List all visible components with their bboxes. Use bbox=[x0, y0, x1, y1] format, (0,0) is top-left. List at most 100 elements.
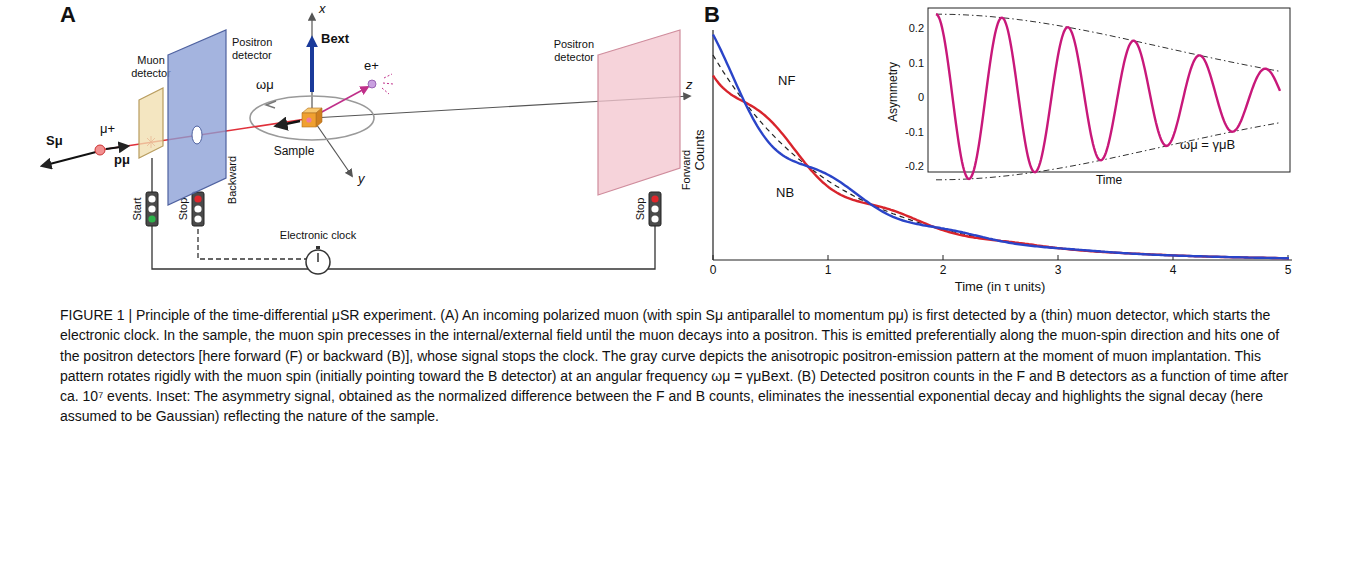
panel-letter: B bbox=[704, 2, 720, 27]
panel-letter: A bbox=[60, 2, 76, 27]
coordinate-axes bbox=[311, 14, 312, 118]
spin-arrow bbox=[276, 121, 300, 126]
spin-arrow bbox=[276, 121, 300, 126]
tick-label: 0 bbox=[710, 264, 717, 278]
detector-hole bbox=[192, 126, 202, 144]
muon-detector: Muon detector bbox=[139, 88, 163, 158]
clock-hand bbox=[317, 253, 319, 262]
axis-label: z bbox=[686, 78, 693, 93]
counts-axes bbox=[712, 30, 713, 260]
signal-label: Start bbox=[131, 197, 144, 220]
muon-beam bbox=[106, 146, 128, 149]
traffic-light bbox=[194, 205, 201, 212]
coordinate-axes bbox=[312, 118, 352, 176]
asymmetry-curve bbox=[936, 14, 1280, 180]
positron-track bbox=[320, 87, 368, 113]
muon-beam bbox=[42, 152, 96, 166]
field-label: Bext bbox=[321, 32, 349, 47]
axis-label: y bbox=[358, 172, 365, 187]
traffic-light bbox=[148, 215, 155, 222]
spin-label: Sμ bbox=[46, 134, 63, 149]
traffic-light bbox=[651, 215, 658, 222]
positron-track bbox=[320, 74, 393, 113]
tick-label: -0.2 bbox=[905, 160, 924, 173]
traffic-light bbox=[649, 192, 661, 226]
asymmetry-curve bbox=[936, 14, 1280, 179]
formula-label: ωμ = γμB bbox=[1180, 138, 1235, 153]
field-arrow bbox=[312, 40, 313, 92]
signal-wire bbox=[328, 195, 655, 269]
tick-label: 0.1 bbox=[909, 57, 924, 70]
electronic-clock-shape bbox=[305, 249, 331, 275]
emission-pattern bbox=[250, 96, 374, 140]
node-label: Positron detector bbox=[232, 36, 294, 61]
tick-label: 1 bbox=[825, 264, 832, 278]
emission-pattern bbox=[250, 96, 374, 140]
traffic-light bbox=[651, 205, 658, 212]
positron-detector-shape bbox=[168, 30, 226, 205]
traffic-light bbox=[651, 195, 658, 202]
figure-caption: FIGURE 1 | Principle of the time-differe… bbox=[60, 305, 1295, 427]
clock-face bbox=[306, 250, 330, 274]
traffic-light bbox=[148, 205, 155, 212]
axis-label: x bbox=[319, 2, 326, 17]
tick-label: -0.1 bbox=[905, 126, 924, 139]
axis-title: Counts bbox=[693, 129, 708, 170]
electronic-clock: Electronic clock bbox=[305, 249, 331, 275]
positron-track bbox=[382, 88, 389, 94]
signal-label: Stop bbox=[177, 198, 190, 221]
asymmetry-curve bbox=[936, 123, 1280, 180]
node-sublabel: Backward bbox=[226, 156, 239, 204]
muon-detector-shape bbox=[139, 88, 163, 158]
positron-detector-shape bbox=[598, 30, 680, 195]
axis-tick bbox=[943, 255, 944, 260]
sample-cube-shape bbox=[302, 108, 322, 128]
positron-detector: Positron detectorForward bbox=[598, 30, 680, 195]
axis-title: Time bbox=[1096, 174, 1122, 188]
positron-track bbox=[368, 80, 376, 88]
signal-label: Stop bbox=[634, 198, 647, 221]
traffic-light bbox=[194, 215, 201, 222]
muon-beam bbox=[95, 145, 105, 155]
traffic-light bbox=[146, 192, 158, 226]
asymmetry-curve bbox=[936, 14, 1280, 71]
axis-title: Time (in τ units) bbox=[955, 280, 1046, 295]
tick-label: 0.2 bbox=[909, 22, 924, 35]
positron-detector: Positron detectorBackward bbox=[168, 30, 226, 205]
sample-cube bbox=[316, 108, 322, 127]
sample-cube: Sample bbox=[302, 108, 322, 128]
tick-label: 0 bbox=[918, 91, 924, 104]
tick-label: 2 bbox=[940, 264, 947, 278]
tick-label: 3 bbox=[1055, 264, 1062, 278]
positron-track bbox=[382, 74, 393, 94]
clock-knob bbox=[316, 246, 320, 249]
frequency-label: ωμ bbox=[256, 78, 274, 93]
muon-detector-shape bbox=[139, 88, 163, 158]
node-sublabel: Forward bbox=[680, 150, 693, 190]
traffic-light bbox=[194, 195, 201, 202]
counts-axes bbox=[713, 259, 1292, 260]
traffic-light bbox=[146, 192, 661, 226]
positron-detector-shape bbox=[598, 30, 680, 195]
curve-label: NF bbox=[778, 74, 795, 89]
tick-label: 4 bbox=[1170, 264, 1177, 278]
node-label: Electronic clock bbox=[280, 229, 356, 242]
inset-frame bbox=[928, 8, 1290, 172]
positron-track bbox=[384, 74, 392, 78]
field-arrow bbox=[310, 40, 314, 92]
tick-label: 5 bbox=[1285, 264, 1292, 278]
traffic-light bbox=[192, 192, 204, 226]
node-label: Positron detector bbox=[538, 38, 594, 63]
positron-detector-shape bbox=[168, 30, 226, 205]
axis-tick bbox=[828, 255, 829, 260]
curve-label: NB bbox=[776, 186, 794, 201]
implanted-muon bbox=[306, 117, 311, 122]
sample-cube bbox=[302, 113, 316, 127]
momentum-label: pμ bbox=[114, 153, 130, 168]
particle-label: μ+ bbox=[100, 122, 115, 137]
particle-label: e+ bbox=[364, 59, 379, 74]
axis-tick bbox=[713, 255, 714, 260]
node-label: Sample bbox=[274, 145, 315, 159]
axis-title: Asymmetry bbox=[887, 62, 901, 122]
